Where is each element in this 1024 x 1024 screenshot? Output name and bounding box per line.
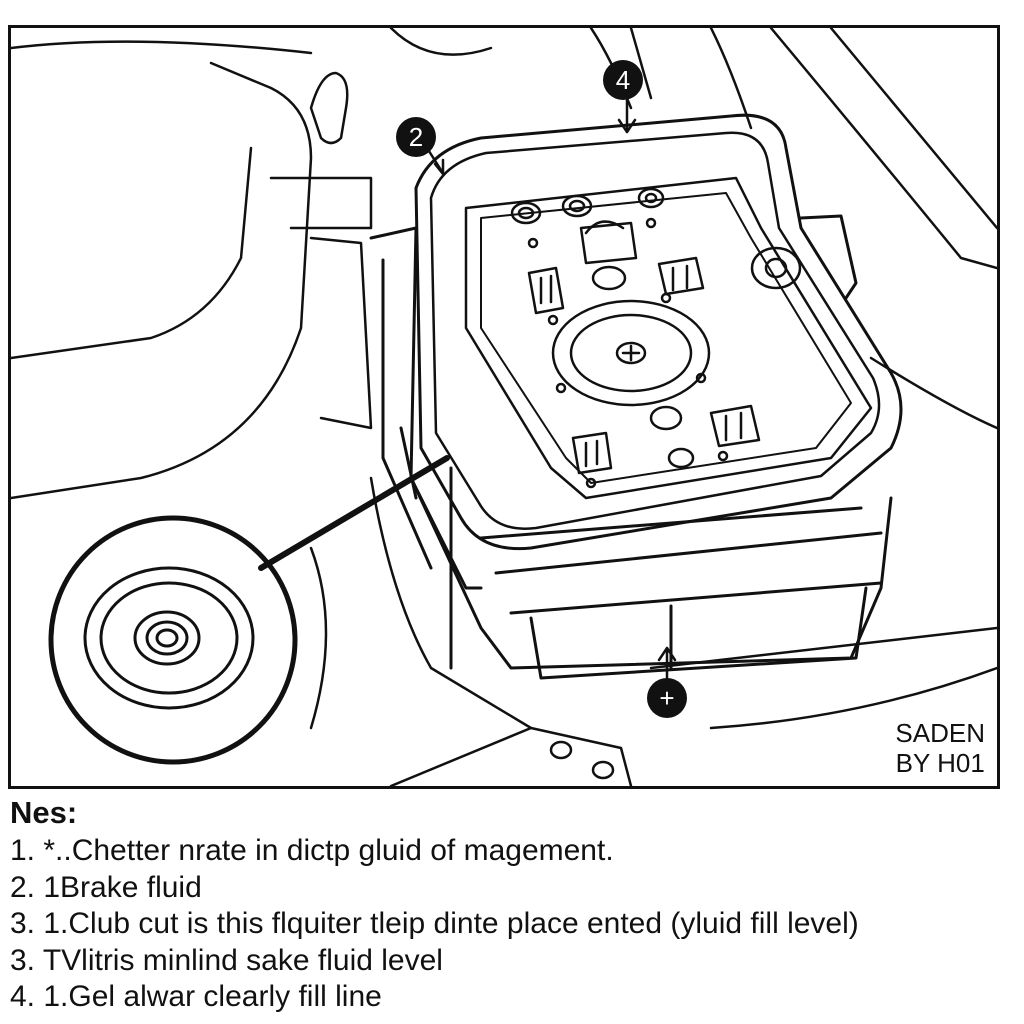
diagram-figure: 2 4 + SADEN BY H01: [8, 25, 1000, 789]
credit-line-1: SADEN: [895, 718, 985, 748]
reservoir-ports: [510, 187, 802, 489]
credit-line-2: BY H01: [895, 748, 985, 778]
notes-list: 1. *..Chetter nrate in dictp gluid of ma…: [10, 833, 1014, 1016]
notes-title: Nes:: [10, 795, 78, 830]
filler-cap-detail: [48, 515, 298, 765]
reservoir-body: [369, 113, 903, 680]
notes-item: 1. *..Chetter nrate in dictp gluid of ma…: [10, 834, 614, 867]
notes-item: 3. 1.Club cut is this flquiter tleip din…: [10, 907, 859, 940]
callout-4: 4: [603, 60, 643, 100]
reservoir-drawing: [11, 28, 997, 786]
notes-item: 4. 1.Gel alwar clearly fill line: [10, 980, 382, 1013]
callout-2: 2: [396, 117, 436, 157]
credit-stamp: SADEN BY H01: [895, 718, 985, 778]
engine-bay-outline: [11, 28, 997, 786]
notes-item: 2. 1Brake fluid: [10, 870, 202, 904]
callout-1: +: [647, 678, 687, 718]
notes-item: 3. TVlitris minlind sake fluid level: [10, 943, 443, 977]
notes-section: Nes: 1. *..Chetter nrate in dictp gluid …: [10, 795, 1014, 1016]
